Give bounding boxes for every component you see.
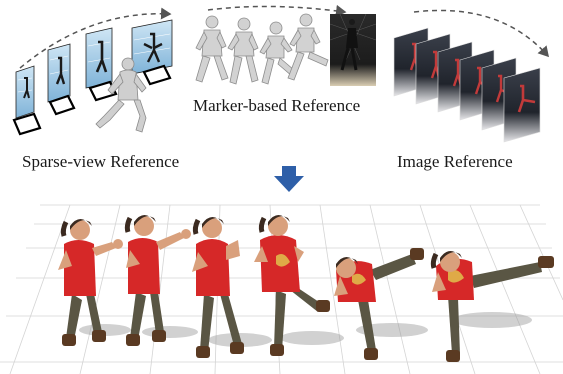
- image-reference-label: Image Reference: [397, 152, 513, 171]
- marker-based-group: [195, 4, 377, 86]
- character-pose: [192, 217, 244, 358]
- camera-frustum-icon: [48, 94, 76, 116]
- character-pose: [430, 251, 554, 362]
- character-pose: [58, 219, 123, 346]
- sparse-view-panel: [131, 19, 173, 86]
- marker-capture-photo: [329, 13, 377, 86]
- camera-frustum-icon: [88, 80, 118, 102]
- character-pose: [124, 215, 191, 346]
- image-reference-frames: [393, 27, 541, 143]
- camera-frustum-icon: [12, 112, 42, 136]
- sparse-view-label: Sparse-view Reference: [22, 152, 180, 171]
- character-pose: [254, 215, 330, 356]
- sparse-view-panel: [12, 65, 42, 136]
- sparse-view-panel: [47, 43, 76, 116]
- image-reference-group: [393, 9, 549, 143]
- floor-grid: [0, 204, 563, 374]
- down-arrow-icon: [274, 166, 304, 192]
- dashed-arc-arrow: [19, 7, 172, 69]
- character-pose: [334, 248, 424, 360]
- dashed-arc-arrow: [413, 9, 549, 58]
- marker-based-label: Marker-based Reference: [193, 96, 361, 115]
- gray-body-model: [195, 13, 329, 85]
- sparse-view-panel: [85, 27, 118, 102]
- gray-body-model: [95, 57, 147, 133]
- camera-frustum-icon: [142, 64, 172, 86]
- sparse-view-group: [12, 7, 173, 136]
- shadows: [79, 312, 532, 347]
- dashed-arc-arrow: [207, 4, 347, 17]
